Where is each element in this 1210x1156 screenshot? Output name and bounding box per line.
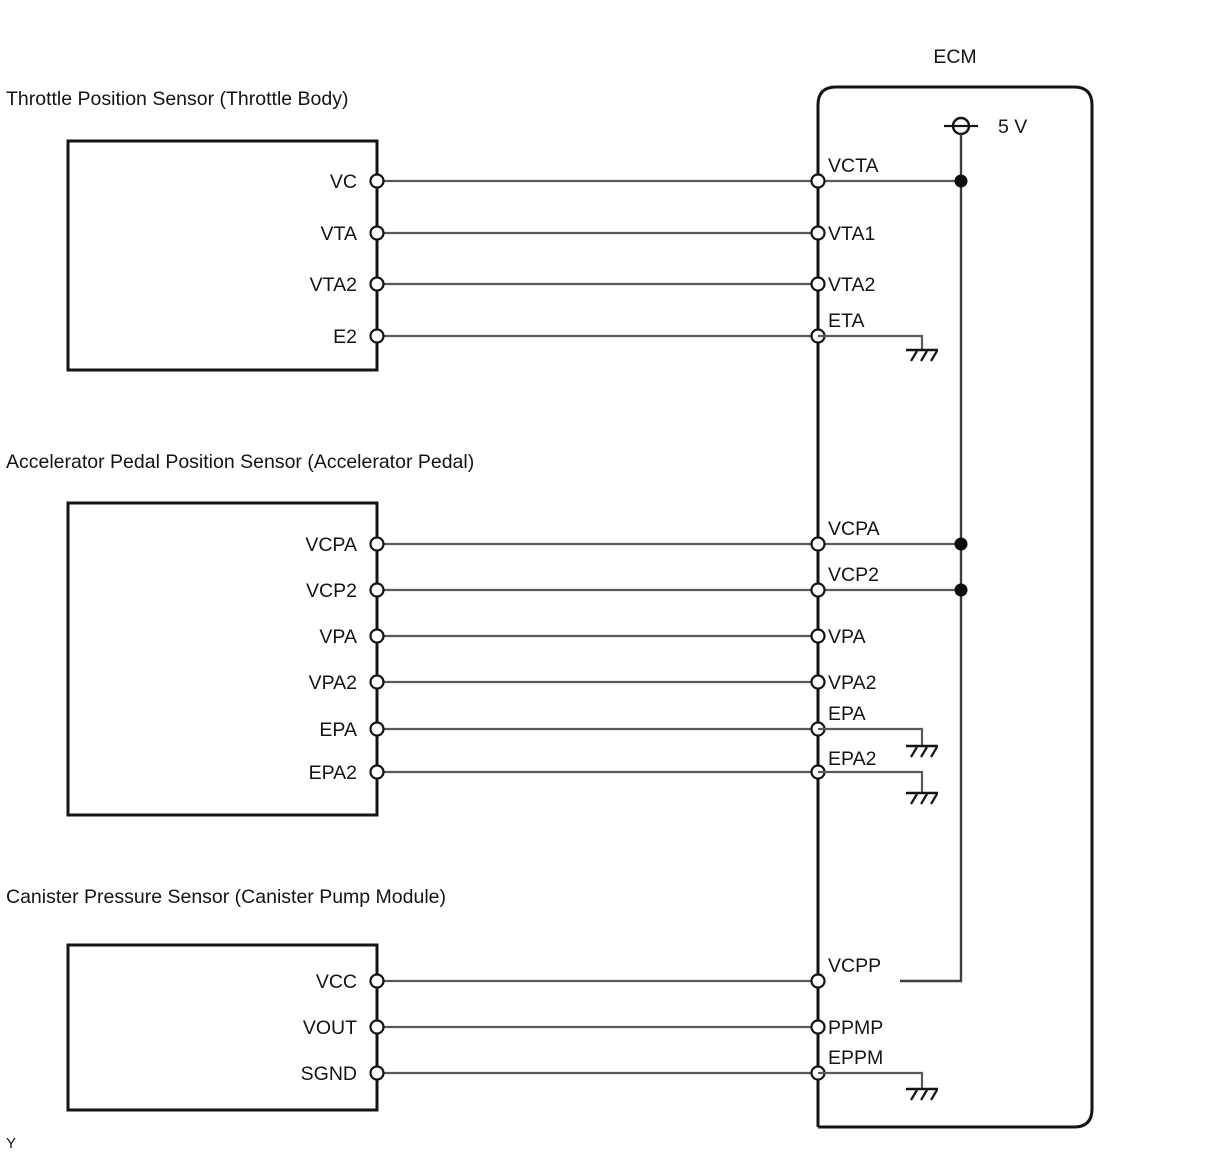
row-throttle-3: E2 ETA — [333, 310, 938, 362]
terminal-vpa2-sensor — [369, 674, 385, 690]
section-accelerator: Accelerator Pedal Position Sensor (Accel… — [6, 451, 968, 817]
pin-label-epa-sensor: EPA — [319, 719, 357, 741]
ecm-title: ECM — [933, 46, 976, 68]
five-volt-bus — [900, 134, 963, 983]
pin-label-vc: VC — [330, 171, 357, 193]
ecm-enclosure — [816, 85, 1094, 1129]
terminal-vcp2-ecm — [810, 582, 826, 598]
ground-lead-eppm — [818, 1071, 924, 1089]
pin-label-vcta: VCTA — [828, 155, 879, 177]
pin-label-vcc: VCC — [316, 971, 357, 993]
row-canister-2: SGND EPPM — [301, 1047, 938, 1101]
ground-lead-eta — [818, 334, 924, 350]
terminal-vcpa-ecm — [810, 536, 826, 552]
pin-label-vcp2-ecm: VCP2 — [828, 564, 879, 586]
pin-label-vcp2-sensor: VCP2 — [306, 580, 357, 602]
pin-label-vta1: VTA1 — [828, 223, 875, 245]
junction-vcp2-bus — [954, 583, 968, 597]
terminal-sgnd — [369, 1065, 385, 1081]
row-accelerator-2: VPA VPA — [319, 626, 865, 648]
row-accelerator-1: VCP2 VCP2 — [306, 564, 968, 602]
ground-icon-epa2 — [906, 791, 938, 805]
terminal-vcp2-sensor — [369, 582, 385, 598]
terminal-vta2-sensor — [369, 276, 385, 292]
ground-lead-epa — [818, 727, 924, 746]
terminal-vcc — [369, 973, 385, 989]
section-throttle: Throttle Position Sensor (Throttle Body)… — [6, 88, 968, 372]
section-canister: Canister Pressure Sensor (Canister Pump … — [6, 886, 938, 1112]
terminal-e2 — [369, 328, 385, 344]
pin-label-vpa2-sensor: VPA2 — [309, 672, 357, 694]
supply-group: 5 V — [900, 116, 1027, 983]
terminal-vout — [369, 1019, 385, 1035]
accelerator-sensor-box — [66, 501, 379, 817]
row-accelerator-4: EPA EPA — [319, 703, 938, 758]
pin-label-epa-ecm: EPA — [828, 703, 866, 725]
pin-label-vcpa-ecm: VCPA — [828, 518, 880, 540]
pin-label-vcpa-sensor: VCPA — [305, 534, 357, 556]
terminal-epa2-sensor — [369, 764, 385, 780]
terminal-vcta — [810, 173, 826, 189]
pin-label-vta2-ecm: VTA2 — [828, 274, 875, 296]
corner-mark-label: Y — [6, 1135, 16, 1152]
pin-label-epa2-sensor: EPA2 — [309, 762, 357, 784]
pin-label-vpa2-ecm: VPA2 — [828, 672, 876, 694]
row-accelerator-5: EPA2 EPA2 — [309, 748, 938, 805]
row-throttle-1: VTA VTA1 — [321, 223, 876, 245]
section-title-accelerator: Accelerator Pedal Position Sensor (Accel… — [6, 451, 474, 473]
junction-vcpa-bus — [954, 537, 968, 551]
terminal-vc — [369, 173, 385, 189]
ground-icon-epa — [906, 744, 938, 758]
row-canister-1: VOUT PPMP — [303, 1017, 883, 1039]
ground-lead-epa2 — [818, 770, 924, 793]
terminal-vpa-ecm — [810, 628, 826, 644]
terminal-vpa2-ecm — [810, 674, 826, 690]
row-canister-0: VCC VCPP — [316, 955, 881, 993]
pin-label-sgnd: SGND — [301, 1063, 357, 1085]
pin-label-vout: VOUT — [303, 1017, 357, 1039]
ground-icon-eppm — [906, 1087, 938, 1101]
pin-label-vta2-sensor: VTA2 — [310, 274, 357, 296]
terminal-vta — [369, 225, 385, 241]
terminal-vta1 — [810, 225, 826, 241]
terminal-epa-sensor — [369, 721, 385, 737]
pin-label-vcpp: VCPP — [828, 955, 881, 977]
supply-label: 5 V — [998, 116, 1027, 138]
row-throttle-2: VTA2 VTA2 — [310, 274, 876, 296]
pin-label-vpa-sensor: VPA — [319, 626, 357, 648]
section-title-canister: Canister Pressure Sensor (Canister Pump … — [6, 886, 446, 908]
pin-label-e2: E2 — [333, 326, 357, 348]
terminal-vta2-ecm — [810, 276, 826, 292]
terminal-vpa-sensor — [369, 628, 385, 644]
terminal-ppmp — [810, 1019, 826, 1035]
terminal-vcpa-sensor — [369, 536, 385, 552]
pin-label-vpa-ecm: VPA — [828, 626, 866, 648]
pin-label-ppmp: PPMP — [828, 1017, 883, 1039]
pin-label-vta: VTA — [321, 223, 357, 245]
throttle-sensor-box — [66, 139, 379, 372]
pin-label-eppm: EPPM — [828, 1047, 883, 1069]
row-accelerator-3: VPA2 VPA2 — [309, 672, 877, 694]
row-accelerator-0: VCPA VCPA — [305, 518, 968, 556]
section-title-throttle: Throttle Position Sensor (Throttle Body) — [6, 88, 348, 110]
ground-icon-eta — [906, 348, 938, 362]
pin-label-eta: ETA — [828, 310, 864, 332]
row-throttle-0: VC VCTA — [330, 155, 968, 193]
pin-label-epa2-ecm: EPA2 — [828, 748, 876, 770]
terminal-vcpp — [810, 973, 826, 989]
junction-vcta-bus — [954, 174, 968, 188]
